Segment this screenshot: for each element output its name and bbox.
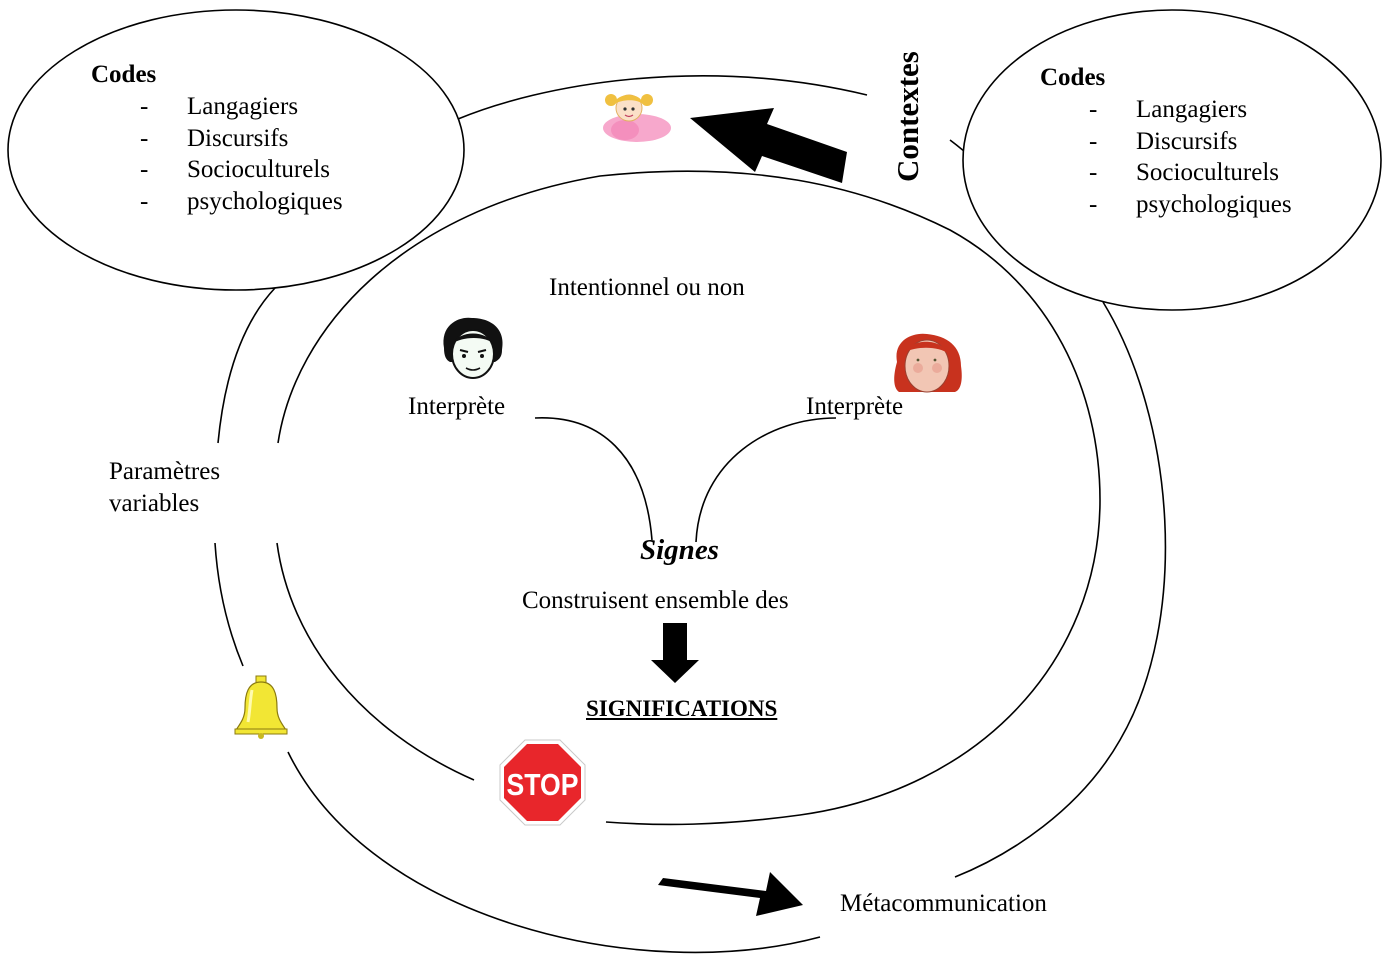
codes-left-item: Socioculturels [91, 154, 343, 186]
interprete-left-label: Interprète [408, 393, 506, 420]
outer-circle [214, 75, 1167, 954]
codes-left-item: psychologiques [91, 186, 343, 218]
codes-right-item: Socioculturels [1040, 157, 1292, 189]
outer-arc-top [457, 75, 868, 120]
stop-sign-icon: STOP [499, 739, 586, 826]
codes-right-item: psychologiques [1040, 189, 1292, 221]
arrow-down [651, 623, 699, 683]
significations-label: SIGNIFICATIONS [586, 696, 778, 721]
signes-label: Signes [640, 534, 719, 566]
bell-icon [234, 675, 288, 739]
red-haired-face-icon [894, 333, 962, 393]
curve-left-to-signes [534, 417, 653, 541]
codes-left-item: Langagiers [91, 91, 343, 123]
inner-arc-main [277, 170, 1101, 826]
arrow-toward-child [690, 108, 847, 183]
codes-left-title: Codes [91, 61, 157, 88]
codes-right-title: Codes [1040, 64, 1106, 91]
codes-left-item: Discursifs [91, 123, 343, 155]
inner-arc-lower-left [276, 542, 475, 781]
parametres-label-line2: variables [109, 490, 200, 517]
codes-right-list: Langagiers Discursifs Socioculturels psy… [1040, 94, 1292, 220]
dark-haired-face-icon [443, 317, 503, 379]
outer-arc-bottom [287, 751, 821, 954]
contextes-label: Contextes [890, 51, 925, 182]
child-doll-icon [603, 94, 671, 142]
codes-right-item: Discursifs [1040, 126, 1292, 158]
codes-left-list: Langagiers Discursifs Socioculturels psy… [91, 91, 343, 217]
interprete-right-label: Interprète [806, 393, 904, 420]
metacommunication-label: Métacommunication [840, 890, 1047, 917]
arrow-metacommunication [658, 872, 803, 916]
outer-arc-left-upper [217, 287, 276, 444]
parametres-label-line1: Paramètres [109, 458, 221, 485]
outer-arc-left-lower [214, 542, 244, 667]
curve-right-to-signes [695, 417, 837, 543]
stop-sign-label: STOP [507, 767, 579, 802]
inner-circle [276, 170, 1101, 826]
codes-right-item: Langagiers [1040, 94, 1292, 126]
construisent-label: Construisent ensemble des [522, 587, 789, 614]
outer-arc-right [954, 301, 1167, 878]
intention-label: Intentionnel ou non [549, 274, 745, 301]
